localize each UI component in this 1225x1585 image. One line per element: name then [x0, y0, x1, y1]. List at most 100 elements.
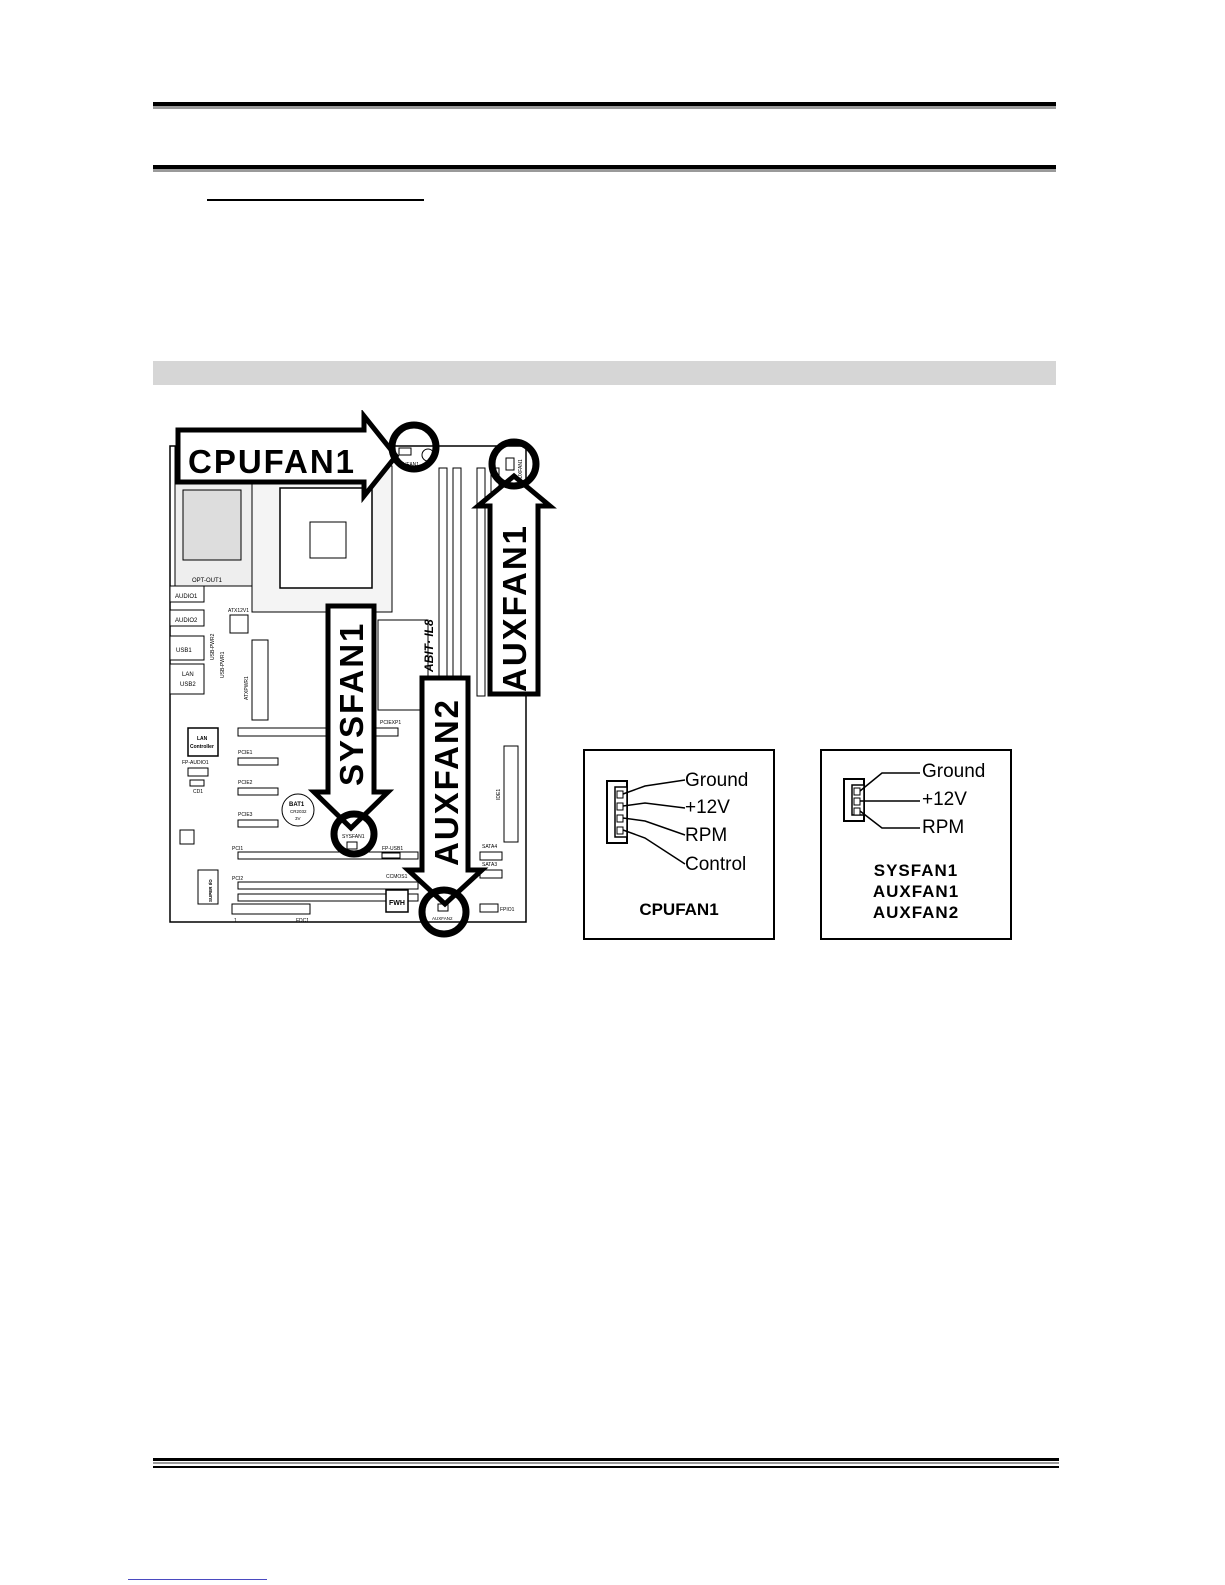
pin-12v-label: +12V: [685, 797, 730, 818]
pcie1-slot: [237, 757, 279, 766]
pcie2-slot: [237, 787, 279, 796]
opt-out1-label: OPT-OUT1: [192, 578, 223, 584]
sysfan1-header: [346, 841, 358, 850]
usb1-label: USB1: [176, 648, 192, 654]
bat1-label: BAT1: [289, 802, 305, 808]
bat1-type: CR2032: [290, 809, 307, 814]
auxfan1-highlight-circle: [488, 438, 540, 490]
cpufan1-caption: CPUFAN1: [639, 900, 719, 919]
atx12v1-connector: [229, 614, 249, 634]
vrm-heatsink: [182, 489, 242, 561]
fpio1-header: [479, 903, 499, 913]
audio1-jack: [169, 585, 205, 603]
lan-controller-label-2: Controller: [190, 744, 214, 750]
fwh-chip: [385, 889, 409, 913]
pciexp1-label: PCIEXP1: [380, 720, 401, 726]
fp-usb1-label: FP-USB1: [382, 846, 403, 852]
pin-rpm-label: RPM: [685, 825, 728, 846]
fp-audio1-label: FP-AUDIO1: [182, 760, 209, 766]
footer-rule: [153, 1458, 1059, 1461]
cpufan1-arrow-label: CPUFAN1: [188, 443, 356, 480]
pcie1-label: PCIE1: [238, 750, 253, 756]
sata4-connector: [479, 851, 503, 861]
auxfan1-caption: AUXFAN1: [872, 882, 960, 901]
fwh-label: FWH: [389, 900, 405, 907]
bat1-battery: [281, 793, 315, 827]
sysfan1-silk: SYSFAN1: [342, 834, 365, 840]
cpufan1-arrow: [175, 410, 400, 504]
atxpwr1-label: ATXPWR1: [244, 676, 250, 700]
sysfan-auxfan-pinout-box: Ground +12V RPM SYSFAN1 AUXFAN1 AUXFAN2: [820, 749, 1012, 940]
auxfan2-arrow-label: AUXFAN2: [428, 698, 465, 866]
header-rule-bottom: [153, 165, 1056, 169]
cpufan1-pinout-box: Ground +12V RPM Control CPUFAN1: [583, 749, 775, 940]
sysfan1-highlight-circle: [330, 810, 378, 858]
section-heading-underline: [207, 199, 424, 201]
audio2-jack: [169, 609, 205, 627]
usb2-label: USB2: [180, 682, 196, 688]
pci2-label: PCI2: [232, 876, 243, 882]
usb-pwr1-label: USB-PWR1: [220, 651, 226, 678]
sysfan1-arrow: [307, 603, 395, 832]
footer-rule-shadow: [153, 1462, 1059, 1464]
brand-silk: ABIT· IL8: [422, 619, 436, 673]
pcie3-label: PCIE3: [238, 812, 253, 818]
lan-controller-label-1: LAN: [197, 736, 208, 742]
cd1-header: [189, 779, 205, 787]
cpufan1-header: [398, 447, 412, 456]
pci1-slot: [237, 851, 419, 860]
lan-controller-chip: [187, 727, 219, 757]
pin-12v-label: +12V: [922, 789, 967, 810]
sysfan1-arrow-label: SYSFAN1: [333, 622, 370, 786]
pin-rpm-label: RPM: [922, 817, 965, 838]
bottom-link-underline[interactable]: [128, 1579, 267, 1580]
usb-pwr2-label: USB-PWR2: [210, 633, 216, 660]
cpu-socket-inner: [309, 521, 347, 559]
fdc1-label: FDC1: [296, 918, 309, 924]
fpio1-label: FPIO1: [500, 907, 515, 913]
ccmos1-label: CCMOS1: [386, 874, 408, 880]
pin-control-label: Control: [685, 854, 747, 875]
motherboard-layout-figure: AUDIO1 AUDIO2 OPT-OUT1 USB1 LAN USB2 USB…: [169, 410, 557, 938]
section-heading-bar: [153, 361, 1056, 385]
header-rule-top-shadow: [153, 106, 1056, 109]
pcie2-label: PCIE2: [238, 780, 253, 786]
pci1-label: PCI1: [232, 846, 243, 852]
usb1-port: [169, 635, 205, 661]
pin-ground-label: Ground: [685, 770, 749, 791]
auxfan2-arrow: [401, 675, 489, 908]
cd1-label: CD1: [193, 789, 203, 795]
sata4-label: SATA4: [482, 844, 497, 850]
pcie3-slot: [237, 819, 279, 828]
cpufan1-highlight-circle: [388, 421, 440, 473]
fp-audio1-header: [187, 767, 209, 777]
fan-connector-3pin-icon: [843, 772, 920, 829]
sysfan1-caption: SYSFAN1: [873, 861, 959, 880]
auxfan1-arrow-label: AUXFAN1: [496, 524, 533, 692]
super-io-chip: [197, 869, 219, 905]
lan-label: LAN: [182, 672, 194, 678]
auxfan1-arrow: [471, 472, 557, 697]
small-chip: [179, 829, 195, 845]
auxfan1-header: [505, 457, 515, 471]
atxpwr1-connector: [251, 639, 269, 721]
pci2-slot: [237, 881, 419, 890]
fan-connector-4pin-icon: [606, 779, 686, 865]
sata3-label: SATA3: [482, 862, 497, 868]
header-rule-bottom-shadow: [153, 169, 1056, 172]
fdc1-pin1: 1: [234, 918, 237, 924]
pci2-slot-b: [237, 893, 419, 902]
pciexp1-slot: [237, 727, 399, 737]
bat1-volt: 3V: [295, 816, 301, 821]
auxfan1-silk: AUXFAN1: [518, 459, 524, 482]
auxfan2-highlight-circle: [418, 886, 470, 938]
fp-usb1-header: [381, 852, 401, 859]
pin-ground-label: Ground: [922, 761, 986, 782]
auxfan2-silk: AUXFAN2: [432, 916, 453, 921]
audio1-label: AUDIO1: [175, 594, 198, 600]
super-io-label: SUPER I/O: [208, 879, 213, 902]
lan-usb2-port: [169, 663, 205, 695]
atx12v1-label: ATX12V1: [228, 608, 249, 614]
ide1-label: IDE1: [496, 789, 502, 800]
auxfan2-caption: AUXFAN2: [872, 903, 960, 922]
